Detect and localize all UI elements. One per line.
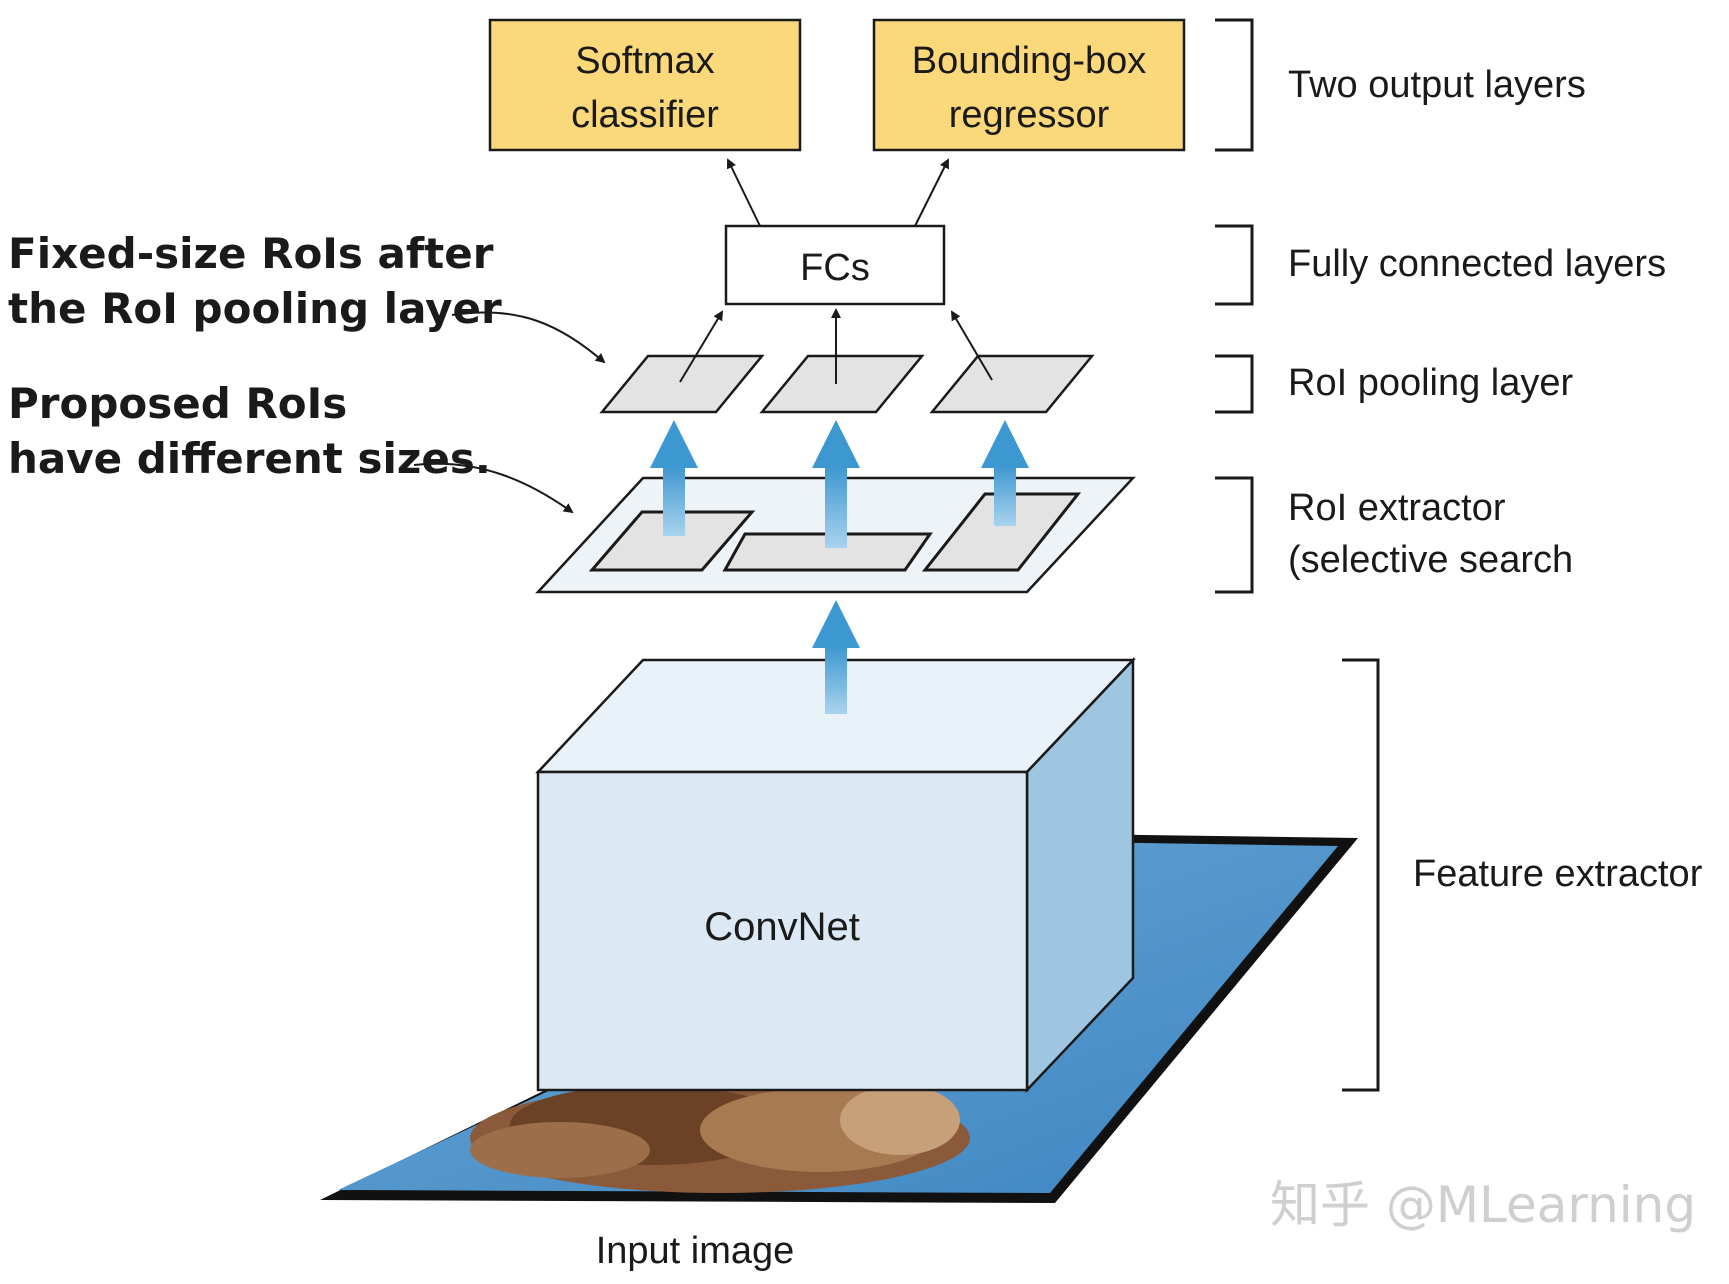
- pooled-roi-2: [759, 354, 925, 414]
- note-proposed-line1: Proposed RoIs: [8, 379, 347, 428]
- note-fixed-size-line2: the RoI pooling layer: [8, 284, 502, 333]
- bracket-output: [1215, 18, 1254, 152]
- convnet-label: ConvNet: [704, 905, 860, 949]
- fc-to-output-arrows: [726, 158, 949, 227]
- label-roi-pooling-layer: RoI pooling layer: [1288, 362, 1574, 404]
- label-roi-extractor: RoI extractor: [1288, 487, 1506, 529]
- bracket-fc: [1215, 224, 1254, 306]
- roi-to-pool-arrow-2: [812, 420, 860, 548]
- note-fixed-size-line1: Fixed-size RoIs after: [8, 229, 494, 278]
- right-brackets: [1215, 18, 1380, 1092]
- proposed-roi-1: [588, 510, 756, 572]
- convnet-cube: [535, 656, 1136, 1094]
- roi-to-pool-arrow-3: [981, 420, 1029, 526]
- pooled-roi-1: [599, 354, 765, 414]
- roi-to-pool-arrow-1: [650, 420, 698, 536]
- note-proposed-line2: have different sizes.: [8, 434, 491, 483]
- roi-pooling-layer: [599, 354, 1095, 414]
- softmax-line2: classifier: [571, 94, 719, 136]
- proposed-roi-2: [722, 532, 933, 572]
- bracket-roi-pool: [1215, 354, 1254, 414]
- convnet-to-roi-arrow: [812, 600, 860, 714]
- bbox-line1: Bounding-box: [912, 40, 1147, 82]
- bracket-roi-extract: [1215, 476, 1254, 594]
- label-fully-connected-layers: Fully connected layers: [1288, 243, 1666, 285]
- pool-to-fc-arrows: [679, 308, 993, 384]
- fcs-label: FCs: [800, 247, 870, 289]
- watermark: 知乎 @MLearning: [1270, 1176, 1696, 1234]
- pooled-roi-3: [929, 354, 1095, 414]
- input-photo-content: [470, 1083, 970, 1193]
- proposed-roi-3: [921, 492, 1082, 572]
- label-feature-extractor: Feature extractor: [1413, 853, 1703, 895]
- label-two-output-layers: Two output layers: [1288, 64, 1586, 106]
- bbox-regressor-box: Bounding-box regressor: [872, 18, 1186, 152]
- bbox-line2: regressor: [949, 94, 1110, 136]
- fcs-box: [724, 224, 946, 306]
- input-image-label: Input image: [596, 1230, 795, 1272]
- label-selective-search: (selective search: [1288, 539, 1573, 581]
- softmax-classifier-box: Softmax classifier: [488, 18, 802, 152]
- note-pointer-arrows: [413, 311, 606, 514]
- softmax-line1: Softmax: [575, 40, 714, 82]
- bracket-feature: [1342, 658, 1380, 1092]
